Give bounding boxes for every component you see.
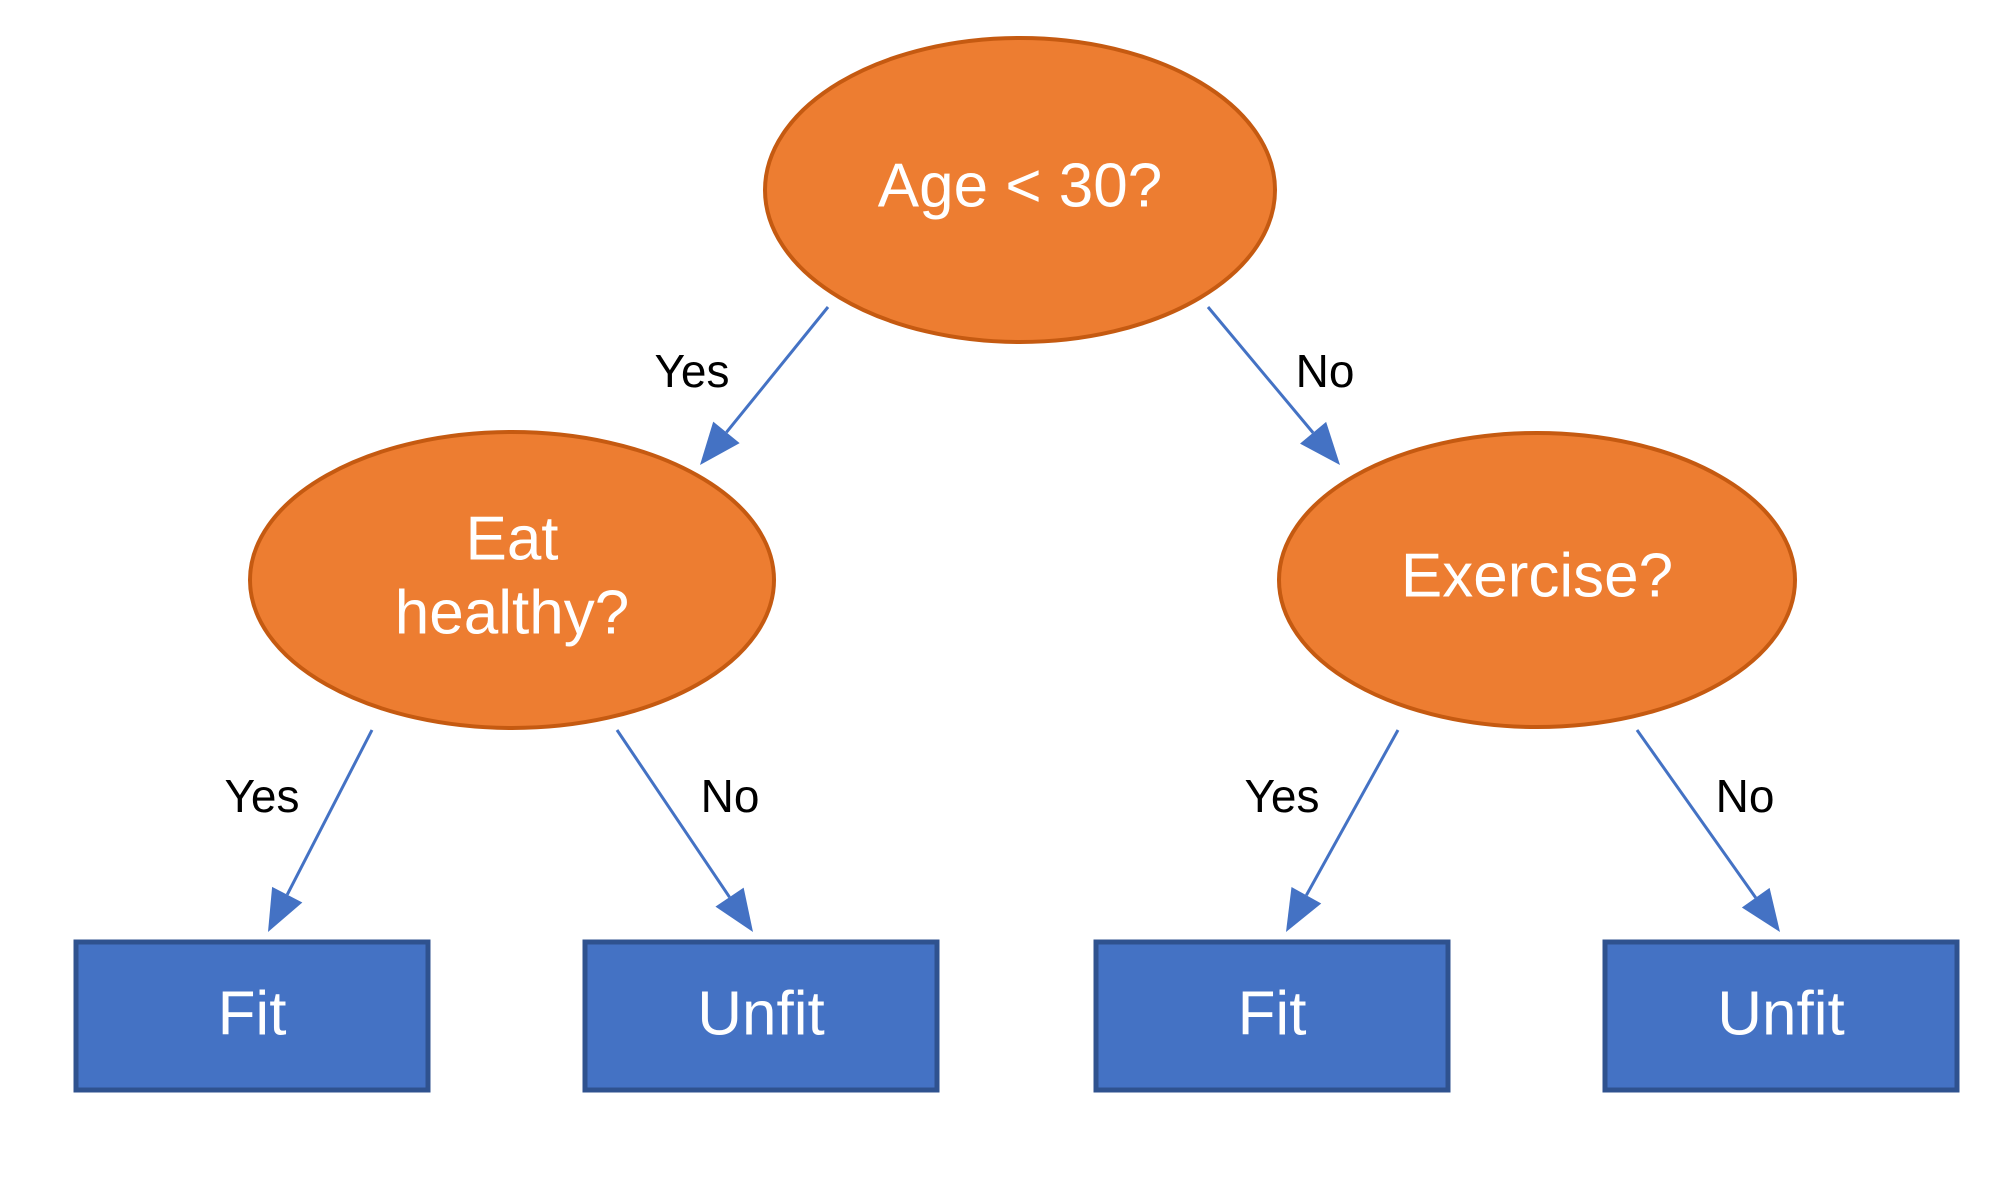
edge-label-edge_root_no: No <box>1296 345 1355 397</box>
edge-edge_eat_yes <box>268 729 374 932</box>
outcome-node-label: Fit <box>1238 979 1307 1048</box>
edge-edge_root_yes <box>700 306 830 465</box>
outcome-node-leaf_fit_right[interactable]: Fit <box>1093 939 1451 1093</box>
outcome-node-label: Unfit <box>1717 979 1844 1048</box>
edge-label-edge_root_yes: Yes <box>654 345 729 397</box>
edge-edge_eat_no <box>615 729 753 932</box>
arrow-head-icon <box>1286 887 1322 932</box>
edge-line <box>1635 729 1757 899</box>
outcome-node-label: Unfit <box>697 979 824 1048</box>
decision-node-shape[interactable] <box>248 430 776 730</box>
decision-node-root[interactable]: Age < 30? <box>763 36 1277 344</box>
edge-edge_exercise_no <box>1635 729 1780 932</box>
edges-layer <box>268 306 1780 932</box>
edge-label-edge_exercise_yes: Yes <box>1244 770 1319 822</box>
arrow-head-icon <box>715 887 753 932</box>
decision-node-shape[interactable] <box>1277 431 1797 729</box>
edge-line <box>725 306 830 434</box>
edge-line <box>615 729 731 898</box>
edge-edge_exercise_yes <box>1286 729 1400 932</box>
edge-line <box>285 729 374 896</box>
arrow-head-icon <box>268 886 303 932</box>
edge-label-edge_eat_no: No <box>701 770 760 822</box>
outcome-node-shape[interactable] <box>1602 939 1960 1093</box>
outcome-nodes-layer: Fit Unfit Fit Unfit <box>73 939 1960 1093</box>
arrow-head-icon <box>1300 421 1340 465</box>
decision-node-label: Age < 30? <box>878 151 1162 220</box>
decision-node-exercise[interactable]: Exercise? <box>1277 431 1797 729</box>
decision-node-label: healthy? <box>395 578 629 647</box>
outcome-node-leaf_fit_left[interactable]: Fit <box>73 939 431 1093</box>
outcome-node-label: Fit <box>218 979 287 1048</box>
arrow-head-icon <box>700 421 740 465</box>
edge-edge_root_no <box>1206 306 1340 465</box>
edge-line <box>1305 729 1400 896</box>
edge-label-edge_exercise_no: No <box>1716 770 1775 822</box>
decision-node-label: Eat <box>465 504 558 573</box>
outcome-node-shape[interactable] <box>1093 939 1451 1093</box>
outcome-node-leaf_unfit_right[interactable]: Unfit <box>1602 939 1960 1093</box>
decision-node-shape[interactable] <box>763 36 1277 344</box>
edge-line <box>1206 306 1315 434</box>
decision-node-label: Exercise? <box>1401 541 1673 610</box>
edge-label-edge_eat_yes: Yes <box>224 770 299 822</box>
outcome-node-leaf_unfit_left[interactable]: Unfit <box>582 939 940 1093</box>
outcome-node-shape[interactable] <box>582 939 940 1093</box>
outcome-node-shape[interactable] <box>73 939 431 1093</box>
arrow-head-icon <box>1741 887 1780 932</box>
